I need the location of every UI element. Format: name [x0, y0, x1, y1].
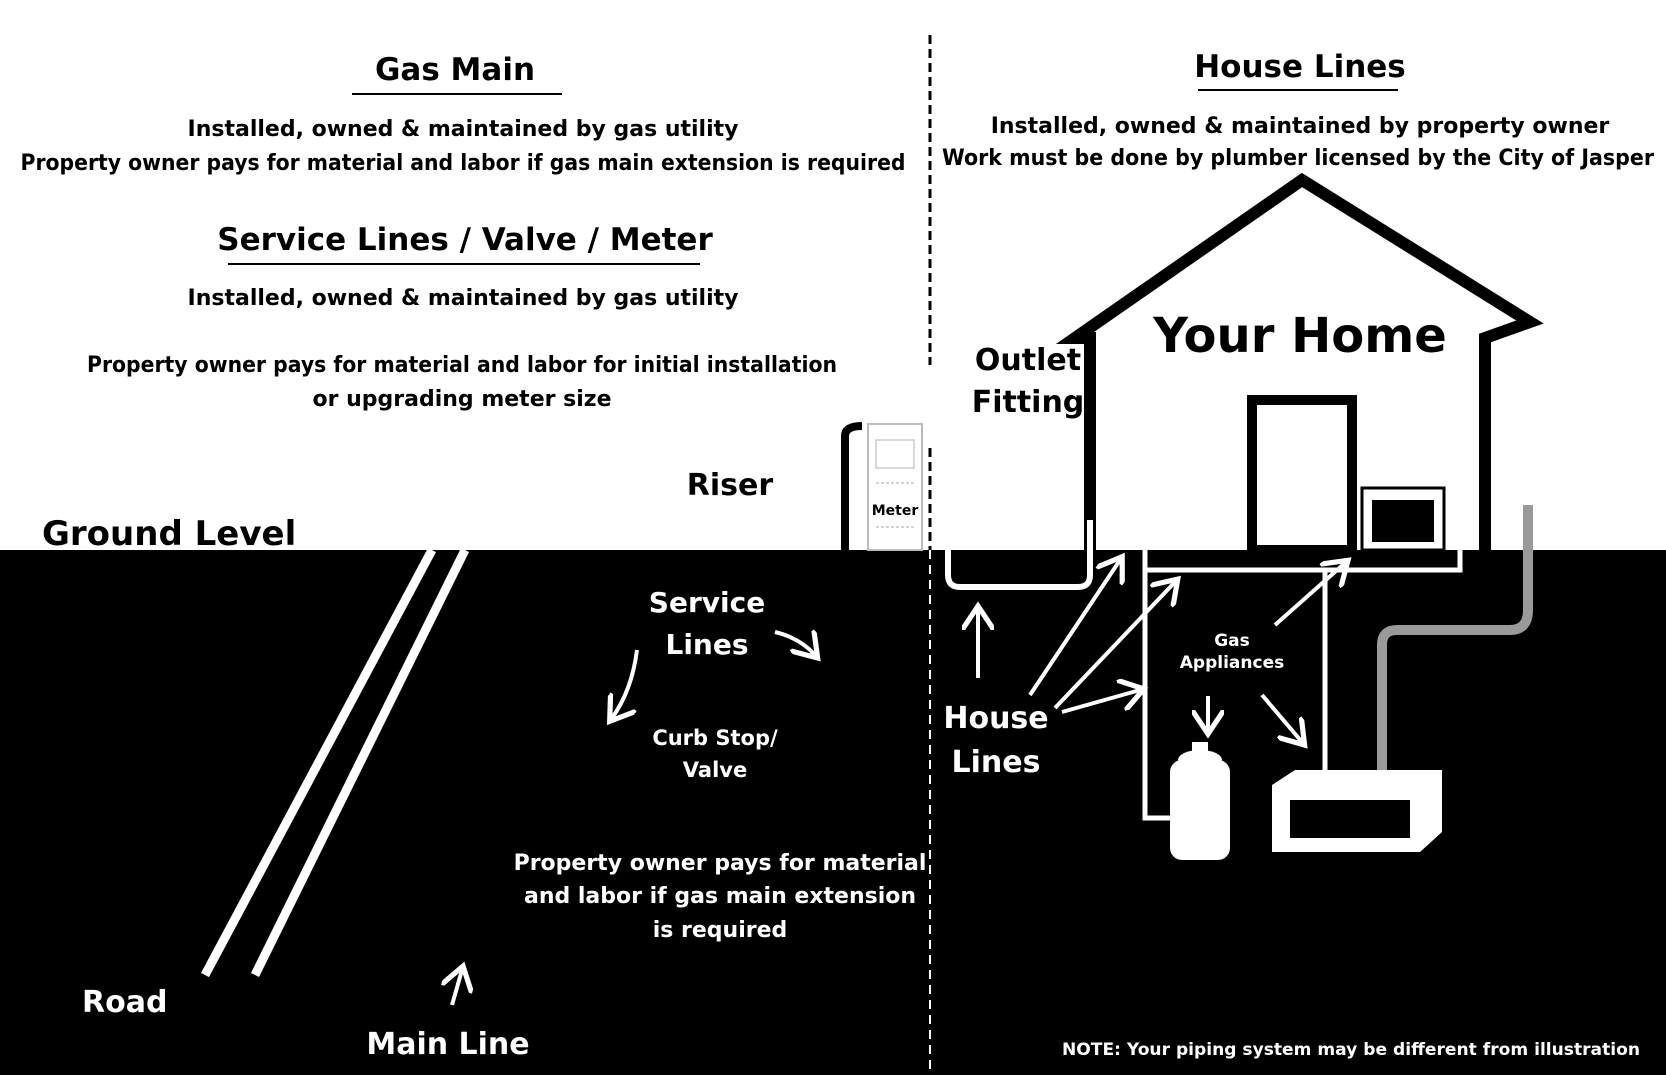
road-line [201, 547, 436, 978]
house-line-pipe [1142, 570, 1180, 821]
house-lines-title: House Lines [1194, 49, 1406, 85]
gas-main-line1: Installed, owned & maintained by gas uti… [188, 117, 739, 142]
curb-stop-label: Valve [683, 758, 747, 782]
service-line3: or upgrading meter size [313, 387, 612, 412]
service-line2: Property owner pays for material and lab… [87, 353, 837, 378]
outlet-fitting-label: Outlet [975, 343, 1081, 378]
stove-appliance [1360, 486, 1446, 552]
house-outline [1055, 172, 1544, 550]
your-home-label: Your Home [1152, 308, 1447, 364]
gas-appliances-arrow [1273, 563, 1345, 627]
water-heater-appliance [1170, 742, 1230, 860]
service-line1: Installed, owned & maintained by gas uti… [188, 286, 739, 311]
service-lines-label: Service [649, 586, 765, 619]
meter-label: Meter [872, 503, 919, 519]
vent-pipe [1377, 505, 1533, 770]
curb-stop-label: Curb Stop/ [652, 726, 778, 750]
house-lines-line1: Installed, owned & maintained by propert… [991, 114, 1610, 139]
extension-note: and labor if gas main extension [524, 884, 916, 909]
gas-appliances-label: Appliances [1180, 653, 1284, 673]
gas-main-title: Gas Main [375, 52, 535, 88]
service-title: Service Lines / Valve / Meter [217, 222, 713, 258]
house-lines-label: House [943, 701, 1048, 736]
house-lines-arrow [1061, 690, 1140, 714]
house-door [1247, 395, 1357, 555]
gas-meter [867, 423, 923, 551]
gas-main-line2: Property owner pays for material and lab… [21, 151, 906, 176]
house-line-pipe [1142, 550, 1463, 573]
main-line-label: Main Line [366, 1027, 529, 1062]
furnace-appliance [1272, 770, 1442, 852]
gas-appliances-label: Gas [1214, 631, 1250, 651]
gas-appliances-arrow [1260, 693, 1302, 742]
curb-stop-arrow [612, 649, 639, 718]
road-label: Road [82, 985, 167, 1020]
ground-level-label: Ground Level [42, 514, 296, 554]
road-line [250, 548, 470, 977]
outlet-fitting-label: Fitting [972, 385, 1085, 420]
house-lines-arrow [1028, 560, 1120, 697]
extension-note: is required [653, 918, 788, 943]
riser-label: Riser [687, 468, 774, 503]
outlet-fitting-pipe [945, 520, 1093, 590]
main-line-arrow [452, 970, 462, 1006]
service-lines-arrow [774, 632, 815, 655]
house-lines-line2: Work must be done by plumber licensed by… [942, 146, 1654, 171]
extension-note: Property owner pays for material [514, 851, 927, 876]
disclaimer-note: NOTE: Your piping system may be differen… [1062, 1040, 1640, 1060]
riser-pipe [841, 422, 863, 550]
service-lines-label: Lines [665, 628, 748, 661]
house-lines-arrow [1053, 582, 1175, 710]
house-lines-label: Lines [952, 745, 1041, 780]
